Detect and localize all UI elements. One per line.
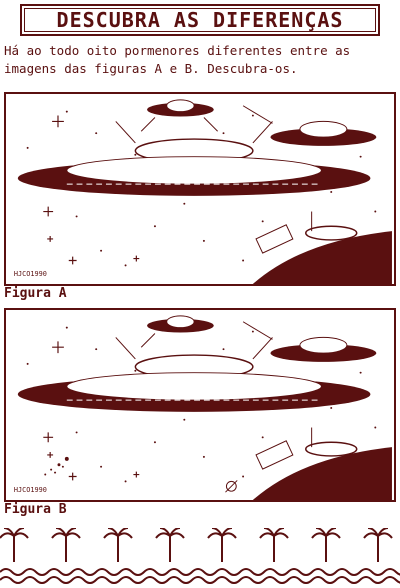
page-title: DESCUBRA AS DIFERENÇAS bbox=[56, 8, 344, 32]
instructions: Há ao todo oito pormenores diferentes en… bbox=[4, 43, 351, 76]
star-field bbox=[26, 110, 377, 267]
wave-line bbox=[0, 576, 400, 584]
planet-station bbox=[252, 211, 392, 284]
star-field bbox=[26, 326, 377, 483]
small-saucer-top bbox=[140, 99, 218, 132]
right-saucer bbox=[242, 105, 377, 146]
title-box: DESCUBRA AS DIFERENÇAS bbox=[20, 4, 380, 36]
sparkle-stars bbox=[43, 341, 140, 481]
main-saucer bbox=[17, 121, 371, 196]
signature: HJCO1990 bbox=[14, 486, 47, 494]
palm-row bbox=[0, 528, 393, 563]
figure-b-illustration: HJCO1990 bbox=[14, 315, 392, 500]
figure-a-caption: Figura A bbox=[4, 286, 67, 301]
main-saucer bbox=[17, 337, 371, 412]
small-saucer-top bbox=[140, 315, 214, 348]
signature: HJCO1990 bbox=[14, 270, 47, 278]
comet bbox=[44, 456, 69, 476]
sparkle-stars bbox=[43, 115, 140, 265]
figure-b-panel[interactable]: HJCO1990 bbox=[4, 308, 396, 502]
figure-a-illustration: HJCO1990 bbox=[14, 99, 392, 284]
right-saucer bbox=[242, 321, 377, 362]
figure-b-caption: Figura B bbox=[4, 502, 67, 517]
wave-line bbox=[0, 568, 400, 576]
planet-station bbox=[252, 427, 392, 500]
drifting-object bbox=[225, 480, 238, 493]
figure-a-panel[interactable]: HJCO1990 bbox=[4, 92, 396, 286]
palm-tree-border bbox=[0, 528, 400, 584]
